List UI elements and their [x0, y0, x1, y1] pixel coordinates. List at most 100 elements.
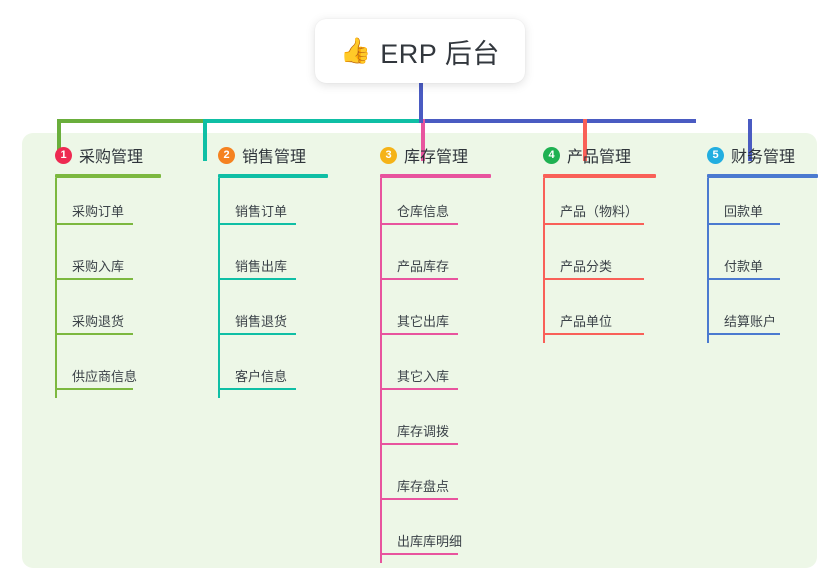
branch-item-label: 客户信息	[235, 369, 288, 384]
branch-number-badge: 4	[543, 146, 560, 164]
branch-item[interactable]: 产品分类	[528, 233, 698, 288]
branch-item-rule	[380, 498, 458, 500]
branch-spine	[543, 178, 545, 343]
branch-item[interactable]: 客户信息	[203, 343, 363, 398]
branch-spine	[55, 178, 57, 398]
branch-item-label: 出库库明细	[397, 534, 463, 549]
branch-item-rule	[707, 278, 780, 280]
branch-item-label: 库存调拨	[397, 424, 450, 439]
branch-item-rule	[707, 223, 780, 225]
segment-green	[57, 119, 203, 123]
branch-column-purchase: 1 采购管理采购订单采购入库采购退货供应商信息	[40, 142, 200, 398]
branch-title: 财务管理	[731, 149, 796, 166]
branch-header-product[interactable]: 4 产品管理	[528, 142, 698, 168]
branch-column-inventory: 3 库存管理仓库信息产品库存其它出库其它入库库存调拨库存盘点出库库明细	[365, 142, 535, 563]
root-node-erp-backend[interactable]: 👍 ERP 后台	[315, 19, 525, 83]
branch-item-label: 销售出库	[235, 259, 288, 274]
branch-item-label: 采购订单	[72, 204, 125, 219]
branch-column-finance: 5 财务管理回款单付款单结算账户	[692, 142, 839, 343]
drop-inventory	[421, 119, 425, 161]
thumbs-up-icon: 👍	[340, 36, 372, 65]
branch-column-product: 4 产品管理产品（物料） 产品分类产品单位	[528, 142, 698, 343]
branch-items-product: 产品（物料） 产品分类产品单位	[528, 178, 698, 343]
branch-item[interactable]: 产品单位	[528, 288, 698, 343]
branch-item-rule	[380, 223, 458, 225]
branch-item-rule	[380, 333, 458, 335]
branch-item[interactable]: 库存调拨	[365, 398, 535, 453]
branch-title: 库存管理	[404, 149, 469, 166]
branch-item-rule	[543, 223, 644, 225]
branch-item-label: 其它出库	[397, 314, 450, 329]
branch-title: 销售管理	[242, 149, 307, 166]
branch-item[interactable]: 其它出库	[365, 288, 535, 343]
content-panel	[22, 133, 817, 568]
branch-spine	[380, 178, 382, 563]
branch-item-label: 产品库存	[397, 259, 450, 274]
branch-spine	[707, 178, 709, 343]
branch-item-rule	[380, 553, 458, 555]
branch-number-badge: 2	[218, 146, 235, 164]
branch-number-badge: 3	[380, 146, 397, 164]
page-title: ERP 后台	[380, 38, 500, 69]
branch-column-sales: 2 销售管理销售订单销售出库销售退货客户信息	[203, 142, 363, 398]
branch-item[interactable]: 结算账户	[692, 288, 839, 343]
branch-item-rule	[55, 278, 133, 280]
branch-title: 采购管理	[79, 149, 144, 166]
branch-item[interactable]: 产品库存	[365, 233, 535, 288]
branch-item-label: 其它入库	[397, 369, 450, 384]
branch-item-rule	[380, 443, 458, 445]
branch-item-label: 产品（物料）	[560, 204, 639, 219]
branch-item-rule	[543, 278, 644, 280]
branch-items-inventory: 仓库信息产品库存其它出库其它入库库存调拨库存盘点出库库明细	[365, 178, 535, 563]
branch-items-purchase: 采购订单采购入库采购退货供应商信息	[40, 178, 200, 398]
branch-item-label: 销售订单	[235, 204, 288, 219]
branch-item[interactable]: 出库库明细	[365, 508, 535, 563]
branch-item-rule	[55, 333, 133, 335]
branch-number-badge: 5	[707, 146, 724, 164]
branch-item-label: 产品单位	[560, 314, 613, 329]
branch-item[interactable]: 销售订单	[203, 178, 363, 233]
branch-item-rule	[55, 388, 133, 390]
drop-finance	[748, 119, 752, 161]
branch-header-rule	[55, 174, 161, 178]
branch-item[interactable]: 产品（物料）	[528, 178, 698, 233]
branch-item[interactable]: 采购退货	[40, 288, 200, 343]
branch-item[interactable]: 供应商信息	[40, 343, 200, 398]
branch-item[interactable]: 回款单	[692, 178, 839, 233]
branch-item[interactable]: 付款单	[692, 233, 839, 288]
branch-item[interactable]: 仓库信息	[365, 178, 535, 233]
branch-item-label: 销售退货	[235, 314, 288, 329]
branch-item-rule	[380, 388, 458, 390]
branch-item[interactable]: 销售退货	[203, 288, 363, 343]
branch-item[interactable]: 其它入库	[365, 343, 535, 398]
branch-item-label: 库存盘点	[397, 479, 450, 494]
branch-item-rule	[55, 223, 133, 225]
branch-spine	[218, 178, 220, 398]
branch-header-sales[interactable]: 2 销售管理	[203, 142, 363, 168]
branch-item-rule	[218, 278, 296, 280]
branch-header-rule	[218, 174, 328, 178]
branch-header-purchase[interactable]: 1 采购管理	[40, 142, 200, 168]
branch-item-rule	[218, 388, 296, 390]
segment-indigo	[421, 119, 696, 123]
branch-item[interactable]: 库存盘点	[365, 453, 535, 508]
branch-item-label: 采购退货	[72, 314, 125, 329]
branch-item[interactable]: 销售出库	[203, 233, 363, 288]
branch-header-inventory[interactable]: 3 库存管理	[365, 142, 535, 168]
branch-items-sales: 销售订单销售出库销售退货客户信息	[203, 178, 363, 398]
branch-item-label: 产品分类	[560, 259, 613, 274]
branch-item-rule	[380, 278, 458, 280]
branch-item[interactable]: 采购入库	[40, 233, 200, 288]
root-node-content: 👍 ERP 后台	[340, 32, 500, 71]
branch-header-finance[interactable]: 5 财务管理	[692, 142, 839, 168]
branch-item-rule	[707, 333, 780, 335]
trunk-connector	[419, 83, 423, 123]
branch-title: 产品管理	[567, 149, 632, 166]
branch-item-label: 仓库信息	[397, 204, 450, 219]
branch-item-label: 回款单	[724, 204, 764, 219]
branch-number-badge: 1	[55, 146, 72, 164]
branch-item-rule	[218, 333, 296, 335]
branch-item[interactable]: 采购订单	[40, 178, 200, 233]
branch-items-finance: 回款单付款单结算账户	[692, 178, 839, 343]
